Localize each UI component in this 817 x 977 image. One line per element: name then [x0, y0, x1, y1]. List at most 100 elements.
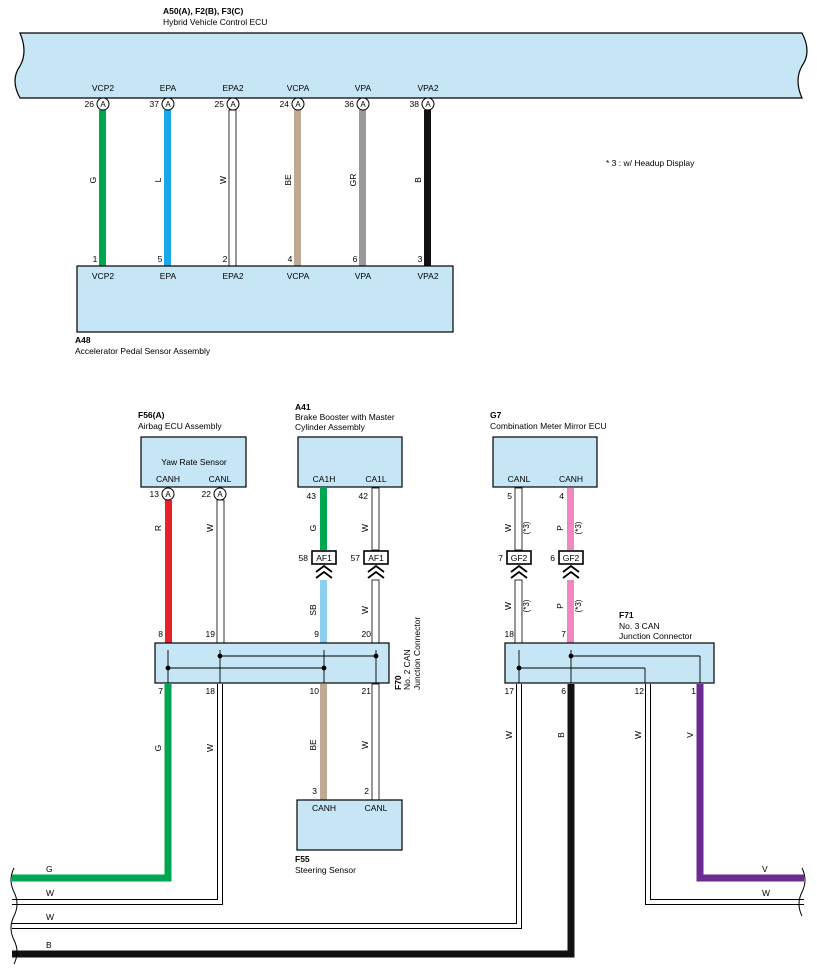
brake-pin-name-2: CA1L — [365, 474, 387, 484]
airbag-pin-name-canh: CANH — [156, 474, 180, 484]
wire-code-2: L — [153, 177, 163, 182]
note-headup: * 3 : w/ Headup Display — [606, 158, 695, 168]
f71-code: F71 — [619, 610, 634, 620]
airbag-name: Airbag ECU Assembly — [138, 421, 222, 431]
airbag-wire-code-1: R — [153, 525, 163, 531]
ecu-top-code: A50(A), F2(B), F3(C) — [163, 6, 243, 16]
f71-17-wire-code: W — [504, 731, 514, 739]
meter-wire-below-1: W — [503, 602, 513, 610]
f71-12-wire-code: W — [633, 731, 643, 739]
steering-pin-num-1: 3 — [312, 786, 317, 796]
meter-name: Combination Meter Mirror ECU — [490, 421, 607, 431]
a48-pin-num-1: 1 — [93, 254, 98, 264]
ecu-pin-name-6: VPA2 — [417, 83, 438, 93]
ecu-top-name: Hybrid Vehicle Control ECU — [163, 17, 267, 27]
ecu-pin-circles — [96, 97, 435, 111]
meter-tag-1: (*3) — [522, 521, 531, 534]
brake-name-2: Cylinder Assembly — [295, 422, 366, 432]
wire-f71-6-black — [12, 684, 575, 958]
steering-wire-code-1: BE — [308, 739, 318, 751]
wire-brake-ca1h — [320, 488, 327, 550]
harness-left-w2: W — [46, 912, 54, 922]
wire-f70-18-outline — [12, 684, 223, 905]
airbag-code: F56(A) — [138, 410, 165, 420]
f71-top-pin-1: 18 — [505, 629, 515, 639]
af1-connector-57 — [363, 550, 389, 565]
harness-right-v: V — [762, 864, 768, 874]
a48-pin-num-2: 5 — [158, 254, 163, 264]
brake-pin-name-1: CA1H — [313, 474, 336, 484]
gf2-label-6: GF2 — [563, 553, 580, 563]
f70-name-2: Junction Connector — [412, 617, 422, 690]
wire-vpa — [359, 110, 366, 268]
airbag-wire-code-2: W — [205, 524, 215, 532]
f70-top-pin-3: 9 — [314, 629, 319, 639]
gf2-num-7: 7 — [498, 553, 503, 563]
a48-box — [76, 265, 454, 333]
harness-left-g: G — [46, 864, 53, 874]
ecu-pin-num-4: 24 — [280, 99, 290, 109]
gf2-connector-7 — [506, 550, 532, 565]
meter-wire-below-2: P — [555, 603, 565, 609]
wire-f71-17-white — [12, 684, 521, 928]
ecu-pin-name-3: EPA2 — [222, 83, 243, 93]
wire-steering-canh — [320, 684, 327, 800]
ecu-conn-5: A — [360, 100, 366, 109]
ecu-pin-num-3: 25 — [215, 99, 225, 109]
a48-pin-name-6: VPA2 — [417, 271, 438, 281]
airbag-pin-name-canl: CANL — [209, 474, 232, 484]
f70-bottom-pin-4: 21 — [362, 686, 372, 696]
right-break-mark — [798, 867, 806, 917]
f71-bottom-pin-3: 12 — [635, 686, 645, 696]
wire-code-5: GR — [348, 174, 358, 187]
steering-wire-code-2: W — [360, 741, 370, 749]
gf2-chevron-6 — [562, 564, 580, 579]
brake-pin-num-1: 43 — [307, 491, 317, 501]
af1-num-58: 58 — [299, 553, 309, 563]
meter-code: G7 — [490, 410, 502, 420]
airbag-pin-num-2: 22 — [202, 489, 212, 499]
ecu-pin-name-1: VCP2 — [92, 83, 114, 93]
f70-bottom-pin-1: 7 — [158, 686, 163, 696]
a48-pin-num-6: 3 — [418, 254, 423, 264]
airbag-inner-label: Yaw Rate Sensor — [161, 457, 227, 467]
f71-name-2: Junction Connector — [619, 631, 692, 641]
meter-pin-num-2: 4 — [559, 491, 564, 501]
ecu-pin-name-2: EPA — [160, 83, 177, 93]
wire-meter-canh — [567, 488, 574, 550]
gf2-label-7: GF2 — [511, 553, 528, 563]
f70-top-pin-4: 20 — [362, 629, 372, 639]
af1-chevron-57 — [367, 564, 385, 579]
ecu-conn-3: A — [230, 100, 236, 109]
brake-pin-num-2: 42 — [359, 491, 369, 501]
f71-box — [504, 642, 715, 684]
meter-wire-code-2: P — [555, 525, 565, 531]
a48-pin-name-2: EPA — [160, 271, 177, 281]
wire-f70-7-green — [12, 684, 172, 882]
f70-code: F70 — [393, 675, 403, 690]
f70-bottom-pin-3: 10 — [310, 686, 320, 696]
a48-code: A48 — [75, 335, 91, 345]
airbag-conn-1: A — [165, 490, 171, 499]
a48-pin-num-4: 4 — [288, 254, 293, 264]
wire-steering-canl — [371, 683, 380, 801]
a48-name: Accelerator Pedal Sensor Assembly — [75, 346, 211, 356]
meter-tag-below-1: (*3) — [522, 599, 531, 612]
meter-box — [492, 436, 598, 488]
left-break-mark — [10, 867, 18, 965]
steering-pin-name-2: CANL — [365, 803, 388, 813]
ecu-top-wires — [99, 109, 431, 269]
f71-6-wire-code: B — [556, 732, 566, 738]
wire-epa2 — [228, 109, 237, 269]
brake-wire-below-1: SB — [308, 604, 318, 616]
wire-vpa2 — [424, 110, 431, 268]
af1-label-58: AF1 — [316, 553, 332, 563]
af1-num-57: 57 — [351, 553, 361, 563]
af1-chevron-58 — [315, 564, 333, 579]
wire-vcp2 — [99, 110, 106, 268]
harness-right-w: W — [762, 888, 770, 898]
wire-brake-w — [371, 579, 380, 644]
ecu-conn-4: A — [295, 100, 301, 109]
f70-name-1: No. 2 CAN — [402, 649, 412, 690]
wire-airbag-canl — [216, 499, 225, 644]
